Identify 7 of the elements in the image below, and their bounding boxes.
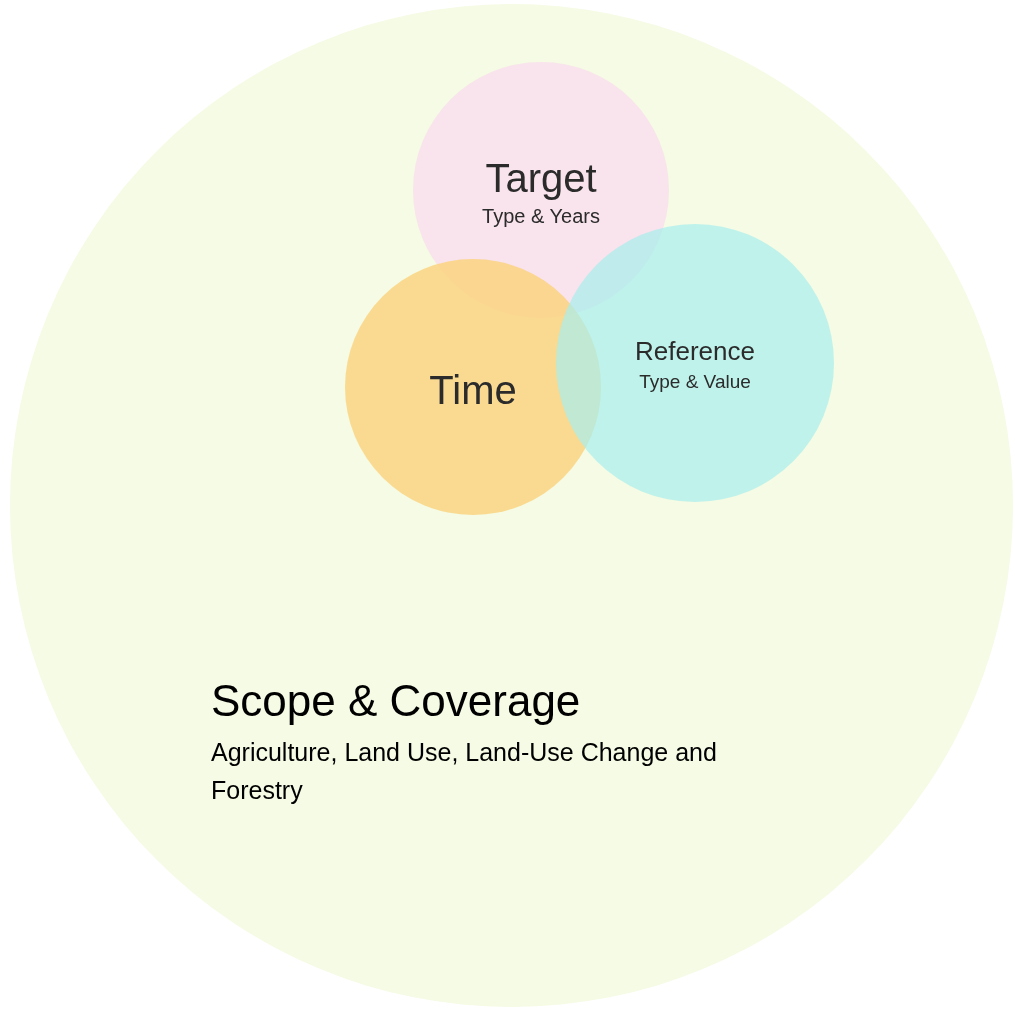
circle-description: Agriculture, Land Use, Land-Use Change and Forestry bbox=[211, 737, 718, 806]
circle-heading: Reference bbox=[635, 337, 755, 367]
circle-subheading: Type & Years bbox=[482, 205, 600, 228]
circle-heading: Target bbox=[485, 155, 597, 201]
circle-subheading: Type & Value bbox=[639, 371, 751, 393]
circle-heading: Time bbox=[429, 367, 517, 413]
circle-heading: Scope & Coverage bbox=[211, 676, 581, 727]
